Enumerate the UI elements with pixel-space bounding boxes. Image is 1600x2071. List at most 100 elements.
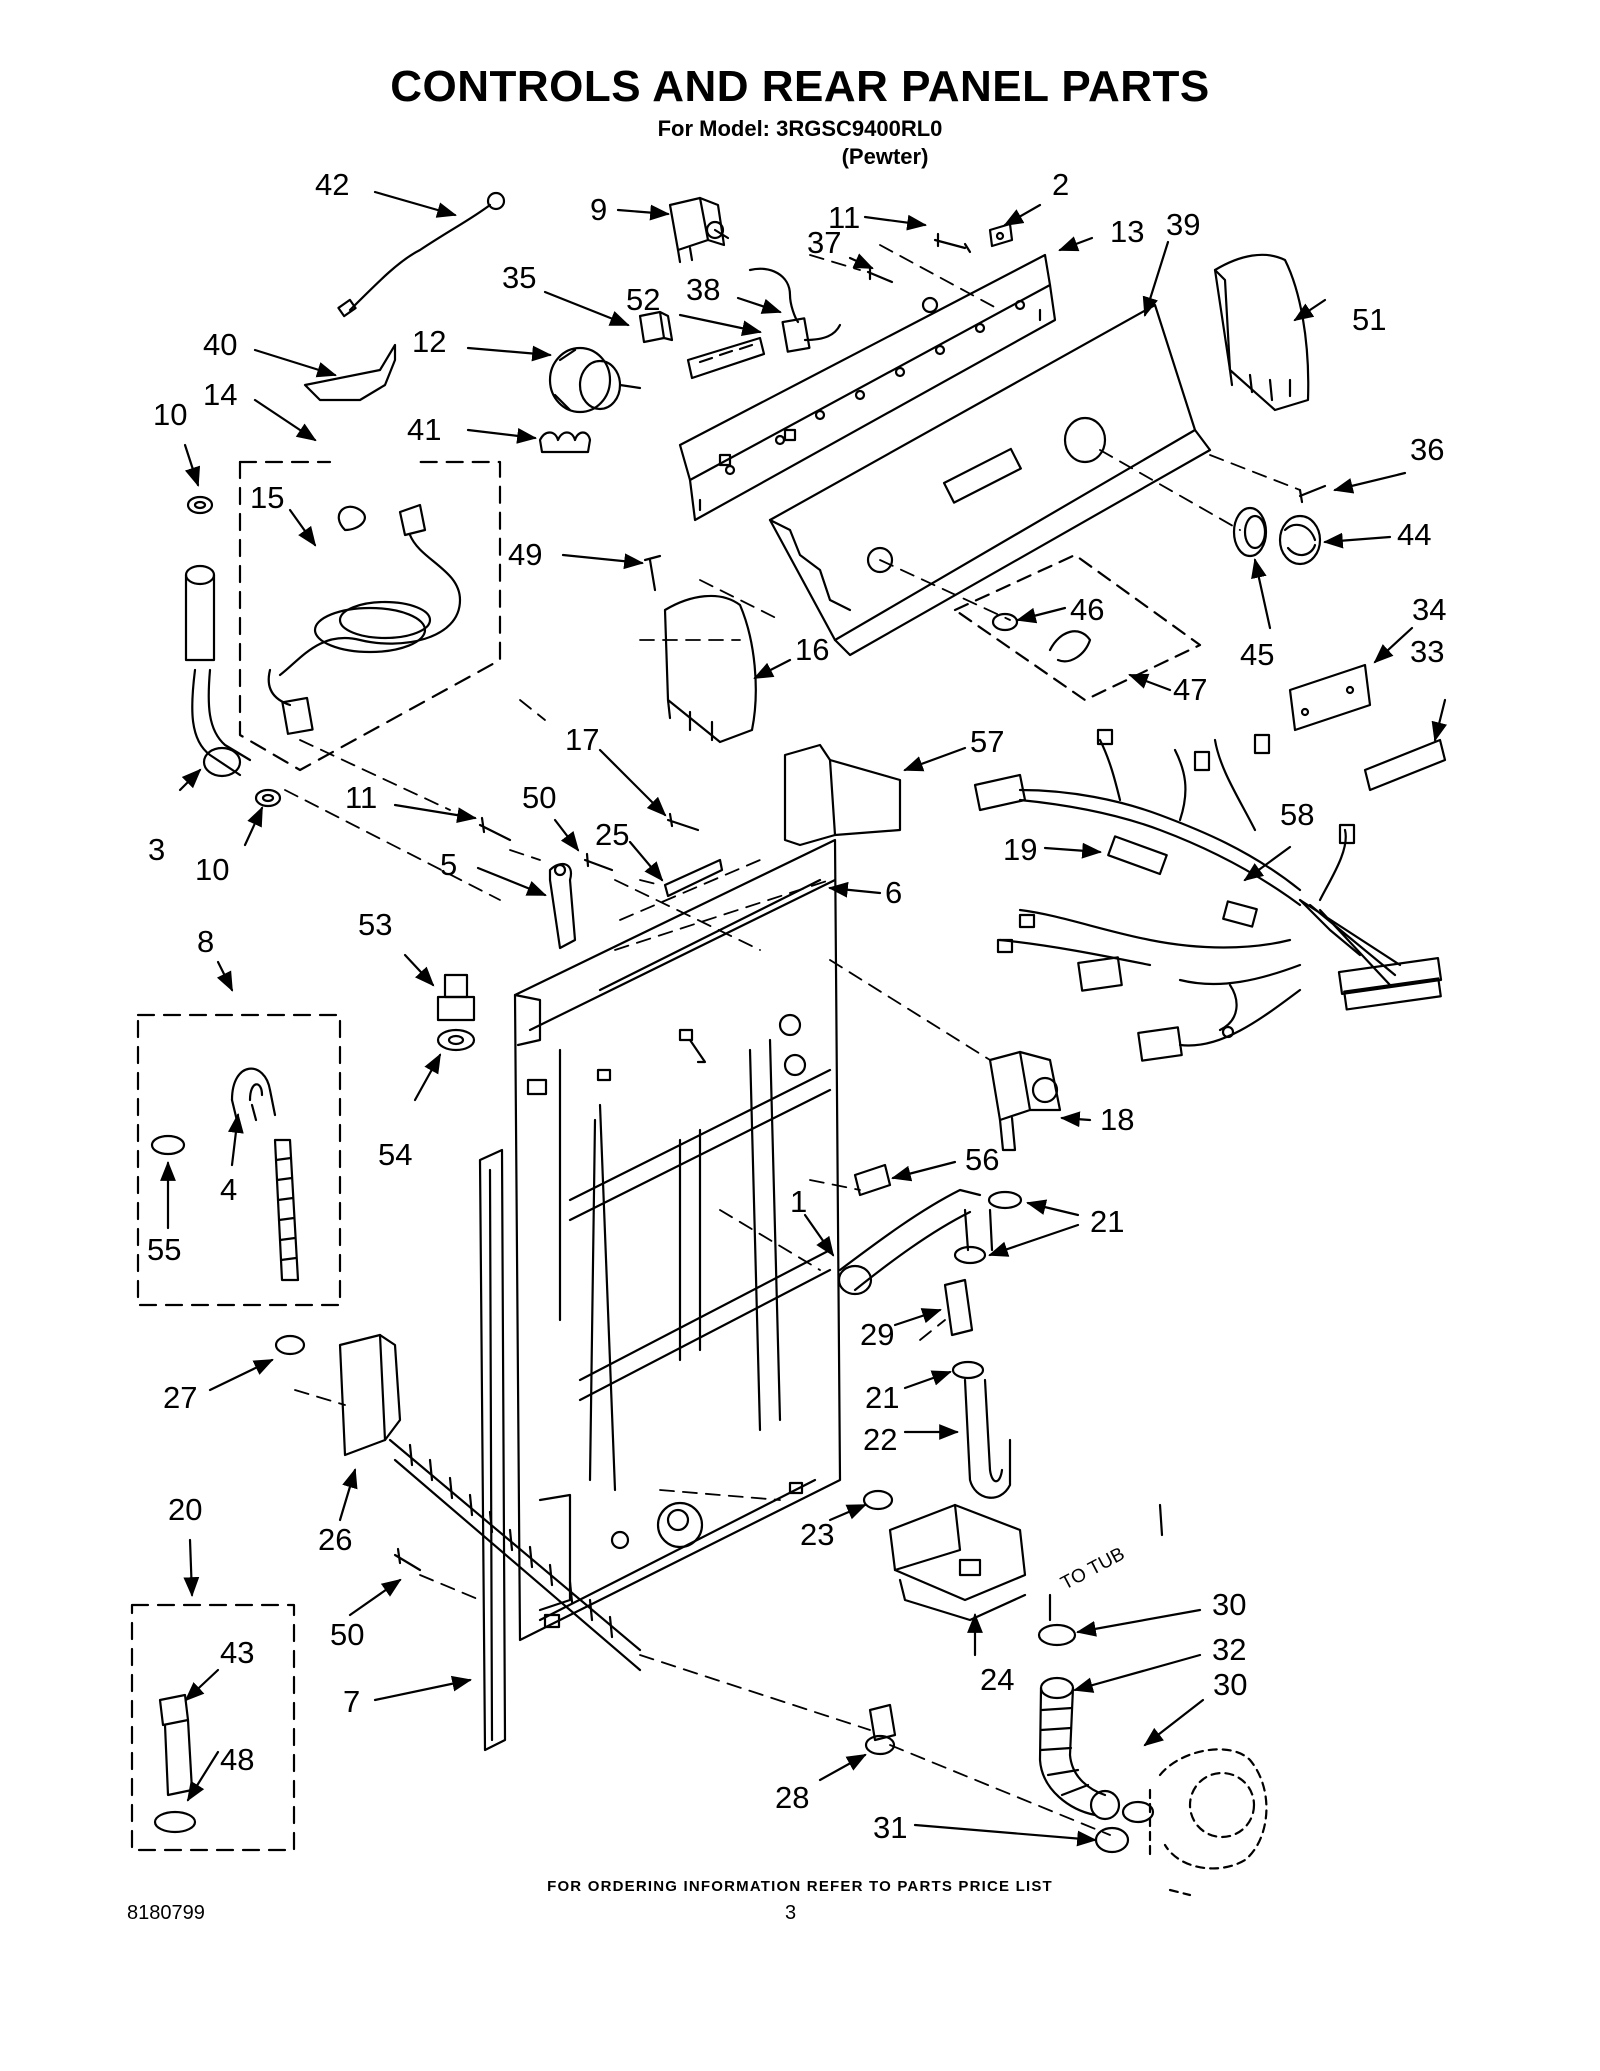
- wire-harness-part-38: [748, 267, 842, 353]
- callout-26: 26: [318, 1522, 352, 1557]
- callout-8: 8: [197, 924, 214, 959]
- callout-35: 35: [502, 260, 536, 295]
- callout-arrows: [160, 190, 1448, 1847]
- switch-part-9: [668, 196, 730, 264]
- callout-29: 29: [860, 1317, 894, 1352]
- strip-part-25: [663, 858, 724, 898]
- callout-18: 18: [1100, 1102, 1134, 1137]
- washer-part-10b: [254, 788, 282, 808]
- callout-44: 44: [1397, 517, 1431, 552]
- callout-6: 6: [885, 875, 902, 910]
- callout-11: 11: [828, 200, 860, 235]
- page-title: CONTROLS AND REAR PANEL PARTS: [390, 62, 1210, 111]
- callout-7: 7: [343, 1684, 360, 1719]
- power-cord-kit-part-14: [238, 460, 502, 772]
- drain-hose-kit-part-8: [136, 1013, 342, 1307]
- cover-part-57: [783, 743, 902, 847]
- clamp-part-28: [864, 1703, 897, 1756]
- callout-5: 5: [440, 847, 457, 882]
- console-part-39: [768, 303, 1212, 657]
- callout-19: 19: [1003, 832, 1037, 867]
- tube-part-1: [837, 1188, 982, 1296]
- callout-16: 16: [795, 632, 829, 667]
- callout-10b: 10: [195, 852, 229, 887]
- screw-part-36: [1298, 484, 1327, 504]
- clamp-part-21c: [951, 1360, 985, 1380]
- callout-37: 37: [807, 225, 841, 260]
- callout-13: 13: [1110, 214, 1144, 249]
- inlet-hose-part-3: [184, 564, 252, 778]
- callout-41: 41: [407, 412, 441, 447]
- callout-36: 36: [1410, 432, 1444, 467]
- tube-part-22: [963, 1208, 1012, 1499]
- callout-33: 33: [1410, 634, 1444, 669]
- clip-part-2: [988, 222, 1014, 248]
- clamp-part-30a: [1037, 1623, 1077, 1647]
- callout-39: 39: [1166, 207, 1200, 242]
- callout-48: 48: [220, 1742, 254, 1777]
- callout-53: 53: [358, 907, 392, 942]
- callout-21b: 21: [865, 1380, 899, 1415]
- clip-part-56: [853, 1163, 892, 1197]
- callout-1: 1: [790, 1184, 807, 1219]
- to-tub-indicator: [1048, 1503, 1164, 1622]
- screw-part-49: [643, 554, 662, 592]
- document-number: 8180799: [127, 1902, 205, 1924]
- clamp-part-23: [862, 1489, 894, 1511]
- callout-24: 24: [980, 1662, 1014, 1697]
- pump-bracket-part-24: [888, 1503, 1027, 1622]
- callout-31: 31: [873, 1810, 907, 1845]
- callout-14: 14: [203, 377, 237, 412]
- strap-part-5: [548, 862, 577, 950]
- rear-panel-part-6: [513, 838, 842, 1642]
- callout-55: 55: [147, 1232, 181, 1267]
- callout-30b: 30: [1213, 1667, 1247, 1702]
- nut-part-53: [436, 973, 476, 1022]
- callout-56: 56: [965, 1142, 999, 1177]
- color-line: (Pewter): [841, 144, 929, 169]
- screw-part-50: [583, 852, 614, 872]
- bracket-part-40: [303, 343, 397, 402]
- page-number: 3: [785, 1902, 797, 1924]
- drain-hose-part-26b: [388, 1438, 642, 1672]
- water-valve-part-18: [988, 1050, 1062, 1152]
- relay-part-52: [638, 310, 674, 344]
- callout-54: 54: [378, 1137, 412, 1172]
- callout-52: 52: [626, 282, 660, 317]
- callout-46: 46: [1070, 592, 1104, 627]
- callout-45: 45: [1240, 637, 1274, 672]
- callout-43: 43: [220, 1635, 254, 1670]
- callout-57: 57: [970, 724, 1004, 759]
- screw-part-17: [666, 812, 700, 832]
- end-cap-part-16: [663, 594, 757, 744]
- control-bracket-part-13: [678, 253, 1057, 522]
- callout-9: 9: [590, 192, 607, 227]
- callout-28: 28: [775, 1780, 809, 1815]
- callout-27: 27: [163, 1380, 197, 1415]
- callout-22: 22: [863, 1422, 897, 1457]
- callout-21: 21: [1090, 1204, 1124, 1239]
- callout-38: 38: [686, 272, 720, 307]
- callout-11b: 11: [345, 780, 377, 815]
- callout-50b: 50: [330, 1617, 364, 1652]
- callout-40: 40: [203, 327, 237, 362]
- timer-part-12: [548, 346, 642, 414]
- filter-kit-part-20: [130, 1603, 296, 1852]
- clamp-part-21b: [953, 1245, 987, 1265]
- model-line: For Model: 3RGSC9400RL0: [657, 116, 943, 141]
- assembly-leader-lines: [284, 244, 1301, 1836]
- screw-part-11: [933, 232, 972, 254]
- callout-25: 25: [595, 817, 629, 852]
- wire-harness-part-58: [973, 728, 1443, 1062]
- callout-49: 49: [508, 537, 542, 572]
- screw-part-37: [866, 265, 894, 284]
- pump-reference-outline: [1148, 1748, 1268, 1897]
- callout-20: 20: [168, 1492, 202, 1527]
- clamp-part-30b: [1121, 1800, 1155, 1824]
- callout-47: 47: [1173, 672, 1207, 707]
- bracket-part-34: [1288, 663, 1372, 732]
- knob-group-part-47: [953, 553, 1202, 702]
- callout-labels: 42 9 11 2 37 13 39 35 52 38 51 40 12 10 …: [147, 167, 1446, 1845]
- clip-part-41: [538, 431, 592, 454]
